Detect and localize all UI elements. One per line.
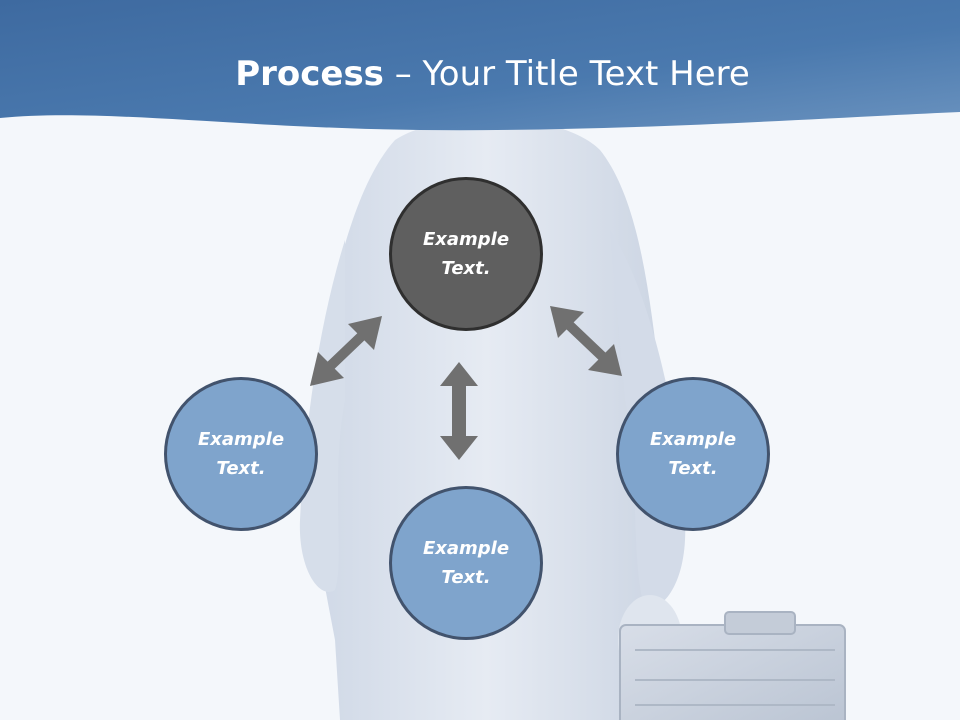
double-arrow-vertical-icon: [440, 362, 478, 460]
node-top: Example Text.: [389, 177, 543, 331]
node-right-label: Example Text.: [649, 429, 737, 479]
page-title: Process – Your Title Text Here: [0, 52, 960, 96]
node-left-label: Example Text.: [197, 429, 285, 479]
header-band: [0, 0, 960, 131]
node-bottom: Example Text.: [389, 486, 543, 640]
title-rest: – Your Title Text Here: [383, 54, 750, 94]
node-top-label: Example Text.: [422, 229, 510, 279]
title-bold: Process: [235, 54, 384, 94]
node-bottom-label: Example Text.: [422, 538, 510, 588]
node-right: Example Text.: [616, 377, 770, 531]
node-left: Example Text.: [164, 377, 318, 531]
double-arrow-right-icon: [550, 306, 622, 376]
double-arrow-left-icon: [310, 316, 382, 386]
